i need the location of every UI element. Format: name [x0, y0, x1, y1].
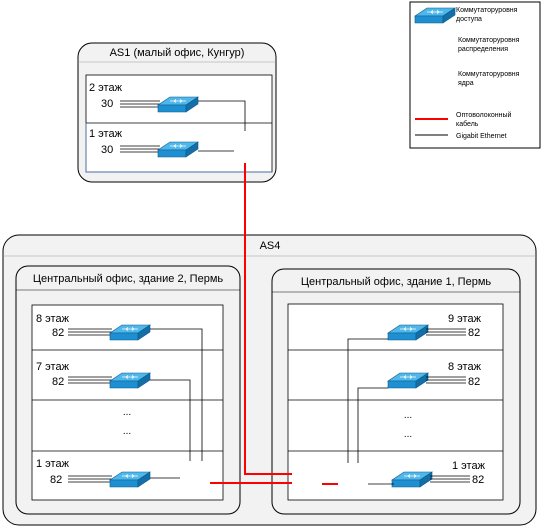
legend: Коммутаторуровня доступа Коммутаторуровн…: [409, 1, 541, 149]
as1-title: AS1 (малый офис, Кунгур): [110, 47, 245, 59]
b1-port-count: 82: [468, 376, 480, 388]
b1-ellipsis: ...: [404, 410, 412, 421]
b2-port-count: 82: [52, 327, 64, 339]
b1-port-count: 82: [472, 474, 484, 486]
legend-core-label-1: Коммутаторуровня: [458, 71, 520, 78]
b2-floor-label: 7 этаж: [36, 361, 70, 373]
legend-distribution-label-2: распределения: [458, 46, 508, 53]
b2-port-count: 82: [52, 376, 64, 388]
as1-port-count: 30: [101, 98, 113, 110]
legend-gigabit-label: Gigabit Ethernet: [456, 133, 507, 140]
building-2: Центральный офис, здание 2, Пермь 8 этаж…: [15, 265, 241, 515]
b1-port-count: 82: [468, 327, 480, 339]
b1-ellipsis: ...: [404, 429, 412, 440]
building-1-title: Центральный офис, здание 1, Пермь: [301, 276, 492, 288]
b1-floor-label: 8 этаж: [448, 361, 482, 373]
as1-port-count: 30: [101, 144, 113, 156]
as1-group: AS1 (малый офис, Кунгур) 2 этаж 30 1 эта…: [77, 42, 277, 183]
building-1: Центральный офис, здание 1, Пермь 9 этаж…: [271, 268, 521, 515]
b2-ellipsis: ...: [123, 426, 131, 437]
legend-fiber-label-1: Оптоволоконный: [456, 111, 511, 119]
b1-floor-label: 1 этаж: [452, 460, 486, 472]
fiber-links: [210, 163, 338, 485]
b2-floor-label: 8 этаж: [36, 313, 70, 325]
legend-access-label-2: доступа: [456, 16, 482, 23]
as4-title: AS4: [260, 240, 281, 252]
legend-distribution-label-1: Коммутаторуровня: [458, 37, 520, 44]
building-2-title: Центральный офис, здание 2, Пермь: [33, 273, 224, 285]
legend-access-label-1: Коммутаторуровня: [456, 7, 518, 14]
as4-group: AS4 Центральный офис, здание 2, Пермь 8 …: [2, 234, 537, 526]
fiber-line-as1-as4: [244, 163, 292, 475]
as1-floor-label: 1 этаж: [89, 128, 123, 140]
b1-floor-label: 9 этаж: [448, 313, 482, 325]
legend-core-label-2: ядра: [458, 80, 474, 87]
b2-floor-label: 1 этаж: [36, 458, 70, 470]
b2-port-count: 82: [50, 474, 62, 486]
b2-ellipsis: ...: [123, 407, 131, 418]
legend-fiber-label-2: кабель: [456, 120, 479, 128]
as1-floor-label: 2 этаж: [89, 82, 123, 94]
